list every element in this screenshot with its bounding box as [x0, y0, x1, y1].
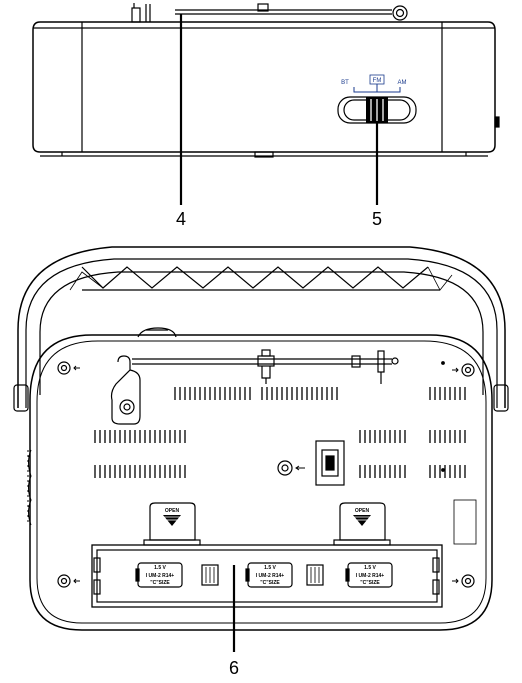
open-tab-right: OPEN: [333, 502, 391, 546]
selector-label-am: AM: [398, 80, 407, 86]
battery-2-label-line3: "C"SIZE: [260, 580, 280, 586]
battery-slot-1: 1.5 V I UM-2 R14+ "C"SIZE: [135, 562, 183, 588]
top-view: BT FM AM: [32, 3, 500, 205]
rear-antenna: [110, 349, 399, 425]
open-tab-left-label: OPEN: [165, 508, 180, 514]
battery-2-label-line1: 1.5 V: [264, 565, 276, 571]
battery-contact-1: [201, 564, 219, 586]
battery-1-label-line1: 1.5 V: [154, 565, 166, 571]
speaker-grille-right: [359, 430, 466, 478]
open-tab-left: OPEN: [143, 502, 201, 546]
battery-1-label-line3: "C"SIZE: [150, 580, 170, 586]
rear-body: [29, 334, 493, 631]
callout-battery-compartment: 6: [229, 658, 239, 678]
rear-view: OPEN OPEN 1.5 V I UM-2 R14+: [13, 246, 509, 652]
speaker-grille-top: [174, 387, 466, 400]
telescopic-antenna: [131, 3, 408, 23]
open-tab-right-label: OPEN: [355, 508, 370, 514]
battery-slot-3: 1.5 V I UM-2 R14+ "C"SIZE: [345, 562, 393, 588]
battery-2-label-line2: I UM-2 R14+: [256, 573, 285, 579]
selector-label-bt: BT: [341, 80, 349, 86]
battery-3-label-line1: 1.5 V: [364, 565, 376, 571]
battery-3-label-line2: I UM-2 R14+: [356, 573, 385, 579]
battery-slot-2: 1.5 V I UM-2 R14+ "C"SIZE: [245, 562, 293, 588]
callout-selector: 5: [372, 209, 382, 229]
screw-center: [277, 460, 305, 476]
screw-bottom-left: [57, 574, 80, 588]
selector-label-fm: FM: [373, 78, 382, 84]
battery-3-label-line3: "C"SIZE: [360, 580, 380, 586]
battery-compartment: 1.5 V I UM-2 R14+ "C"SIZE 1.5 V I UM-2 R…: [91, 544, 443, 608]
callout-antenna: 4: [176, 209, 186, 229]
dc-socket: [315, 440, 345, 486]
top-view-body: [32, 21, 496, 153]
screw-bottom-right: [452, 574, 475, 588]
function-selector: BT FM AM: [337, 74, 417, 124]
battery-1-label-line2: I UM-2 R14+: [146, 573, 175, 579]
screw-top-right: [452, 363, 475, 377]
screw-top-left: [57, 361, 80, 375]
speaker-grille-left: [94, 430, 186, 478]
carry-handle: [13, 246, 509, 412]
battery-contact-2: [306, 564, 324, 586]
